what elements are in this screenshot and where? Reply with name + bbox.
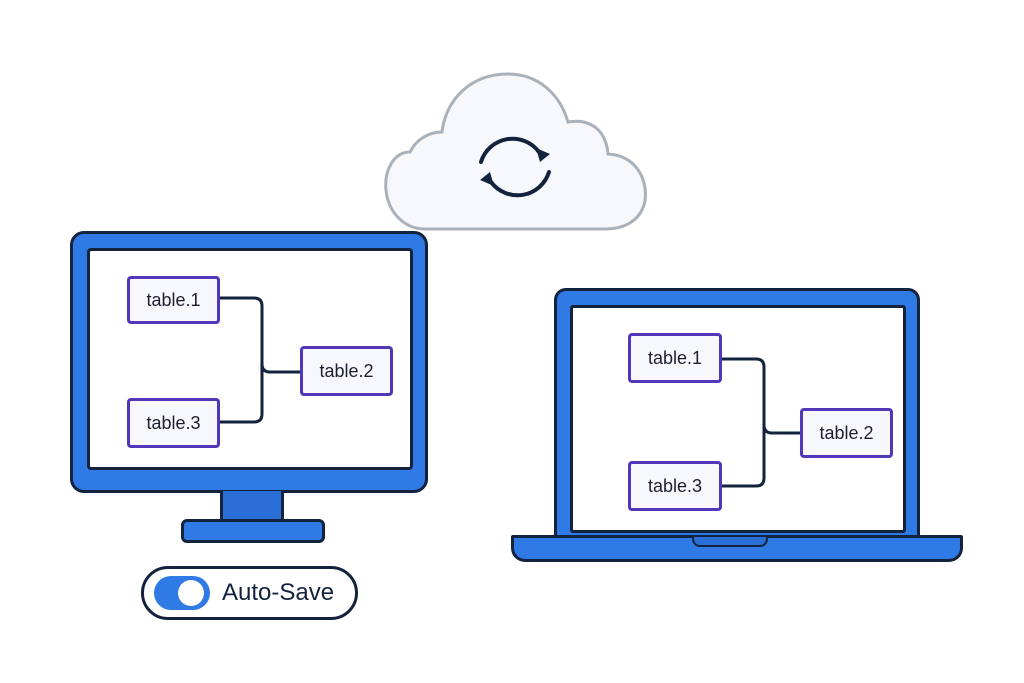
monitor-stand-base	[181, 519, 325, 543]
autosave-label: Auto-Save	[222, 579, 335, 606]
desktop-table-1[interactable]: table.1	[127, 276, 220, 324]
laptop-table-1[interactable]: table.1	[628, 333, 722, 383]
desktop-table-2[interactable]: table.2	[300, 346, 393, 396]
autosave-switch-knob[interactable]	[178, 580, 204, 606]
cloud-sync-icon	[384, 72, 647, 231]
laptop-table-2[interactable]: table.2	[800, 408, 893, 458]
autosave-toggle[interactable]	[141, 566, 358, 620]
laptop-table-3[interactable]: table.3	[628, 461, 722, 511]
sync-icon	[479, 136, 551, 198]
laptop-notch	[692, 537, 768, 547]
desktop-table-3[interactable]: table.3	[127, 398, 220, 448]
